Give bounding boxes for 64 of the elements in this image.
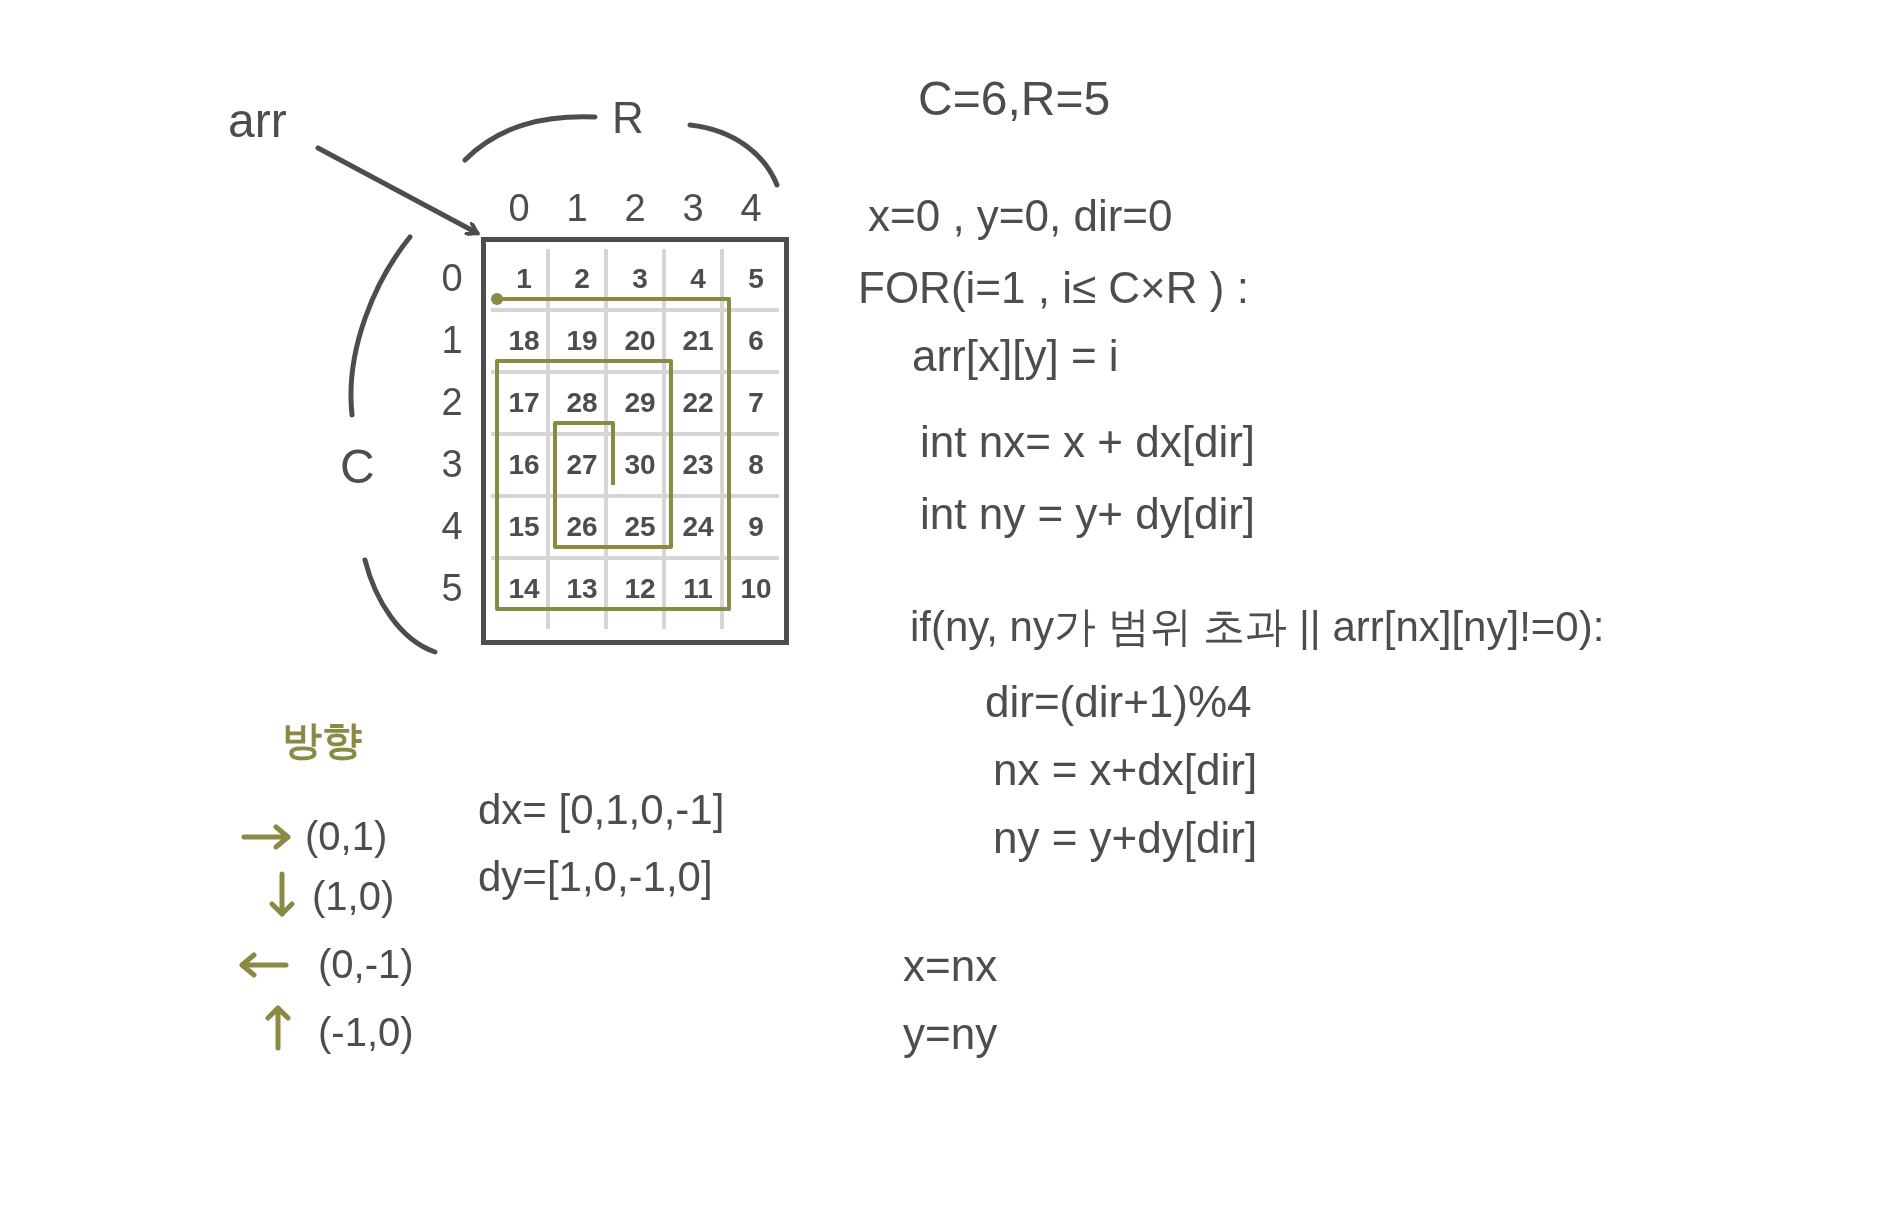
- row-index: 0: [440, 256, 464, 301]
- cell-number: 10: [739, 572, 773, 606]
- code-line: x=nx: [903, 940, 998, 992]
- cell-number: 3: [631, 262, 649, 296]
- code-line: ny = y+dy[dir]: [993, 812, 1258, 864]
- cell-number: 19: [565, 324, 599, 358]
- cell-number: 11: [682, 572, 714, 606]
- cell-number: 30: [623, 448, 657, 482]
- cell-number: 23: [681, 448, 715, 482]
- cell-number: 6: [747, 324, 765, 358]
- direction-vector: (-1,0): [318, 1009, 414, 1056]
- cell-number: 20: [623, 324, 657, 358]
- arrow: [315, 145, 480, 237]
- dimension-label: C: [340, 439, 375, 495]
- cell-number: 2: [573, 262, 591, 296]
- cell-number: 8: [747, 448, 765, 482]
- row-index: 2: [440, 380, 464, 425]
- column-index: 2: [623, 186, 647, 231]
- code-line: dir=(dir+1)%4: [985, 676, 1252, 728]
- code-line: y=ny: [903, 1008, 998, 1060]
- cell-number: 17: [507, 386, 541, 420]
- cell-number: 9: [747, 510, 765, 544]
- heading: 방향: [282, 717, 362, 764]
- cell-number: 1: [515, 262, 533, 296]
- code-line: arr[x][y] = i: [912, 330, 1119, 382]
- code-line: C=6,R=5: [918, 71, 1111, 127]
- cell-number: 7: [747, 386, 765, 420]
- column-index: 1: [565, 186, 589, 231]
- code-line: nx = x+dx[dir]: [993, 744, 1258, 796]
- cell-number: 14: [507, 572, 541, 606]
- cell-number: 28: [565, 386, 599, 420]
- cell-number: 18: [507, 324, 541, 358]
- row-index: 3: [440, 442, 464, 487]
- code-line: int ny = y+ dy[dir]: [920, 488, 1256, 540]
- column-index: 0: [507, 186, 531, 231]
- cell-number: 15: [507, 510, 541, 544]
- cell-number: 29: [623, 386, 657, 420]
- direction-vector: (1,0): [312, 873, 395, 920]
- code-line: dx= [0,1,0,-1]: [478, 785, 725, 835]
- cell-number: 13: [565, 572, 599, 606]
- row-index: 1: [440, 318, 464, 363]
- row-index: 4: [440, 504, 464, 549]
- cell-number: 4: [689, 262, 707, 296]
- direction-vector: (0,1): [305, 813, 388, 860]
- cell-number: 21: [681, 324, 715, 358]
- cell-number: 26: [565, 510, 599, 544]
- cell-number: 5: [747, 262, 765, 296]
- code-line: int nx= x + dx[dir]: [920, 416, 1256, 468]
- dimension-label: R: [612, 92, 644, 144]
- array-name: arr: [228, 92, 287, 150]
- row-index: 5: [440, 566, 464, 611]
- code-line: dy=[1,0,-1,0]: [478, 852, 713, 902]
- code-line: x=0 , y=0, dir=0: [868, 190, 1173, 242]
- code-line: if(ny, ny가 범위 초과 || arr[nx][ny]!=0):: [910, 602, 1605, 652]
- column-index: 4: [739, 186, 763, 231]
- cell-number: 12: [623, 572, 657, 606]
- cell-number: 27: [565, 448, 599, 482]
- column-index: 3: [681, 186, 705, 231]
- cell-number: 22: [681, 386, 715, 420]
- cell-number: 25: [623, 510, 657, 544]
- cell-number: 16: [507, 448, 541, 482]
- cell-number: 24: [681, 510, 715, 544]
- code-line: FOR(i=1 , i≤ C×R ) :: [858, 262, 1249, 314]
- direction-vector: (0,-1): [318, 941, 414, 988]
